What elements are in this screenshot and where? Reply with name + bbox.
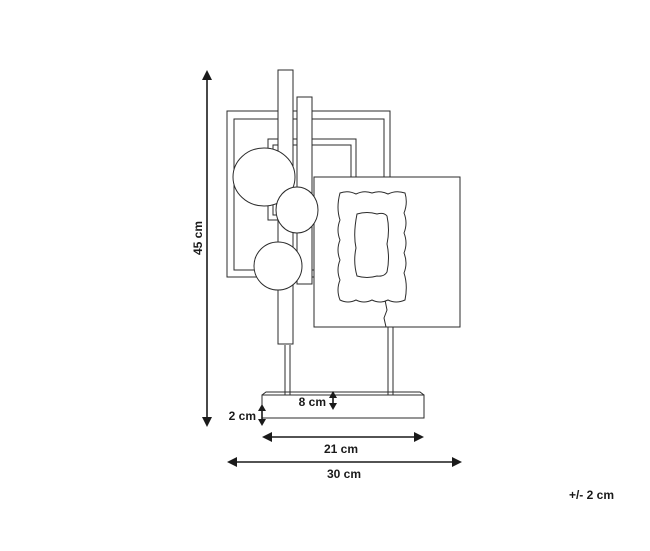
base-height-dimension-arrow (258, 404, 266, 426)
base-width-label: 21 cm (324, 442, 358, 456)
total-width-label: 30 cm (327, 467, 361, 481)
base-block (261, 391, 425, 419)
depth-label: 8 cm (299, 395, 326, 409)
support-legs (284, 327, 394, 403)
base-width-dimension-arrow (262, 432, 424, 442)
height-dimension-arrow (202, 70, 212, 427)
total-width-dimension-arrow (227, 457, 462, 467)
panel-crack (383, 299, 388, 328)
round-discs (232, 147, 319, 291)
tolerance-note: +/- 2 cm (568, 488, 614, 502)
height-label: 45 cm (191, 221, 205, 255)
base-height-label: 2 cm (229, 409, 256, 423)
depth-dimension-arrow (329, 391, 337, 410)
wavy-frame-inner (354, 212, 389, 278)
wavy-frame-outer (337, 191, 407, 303)
